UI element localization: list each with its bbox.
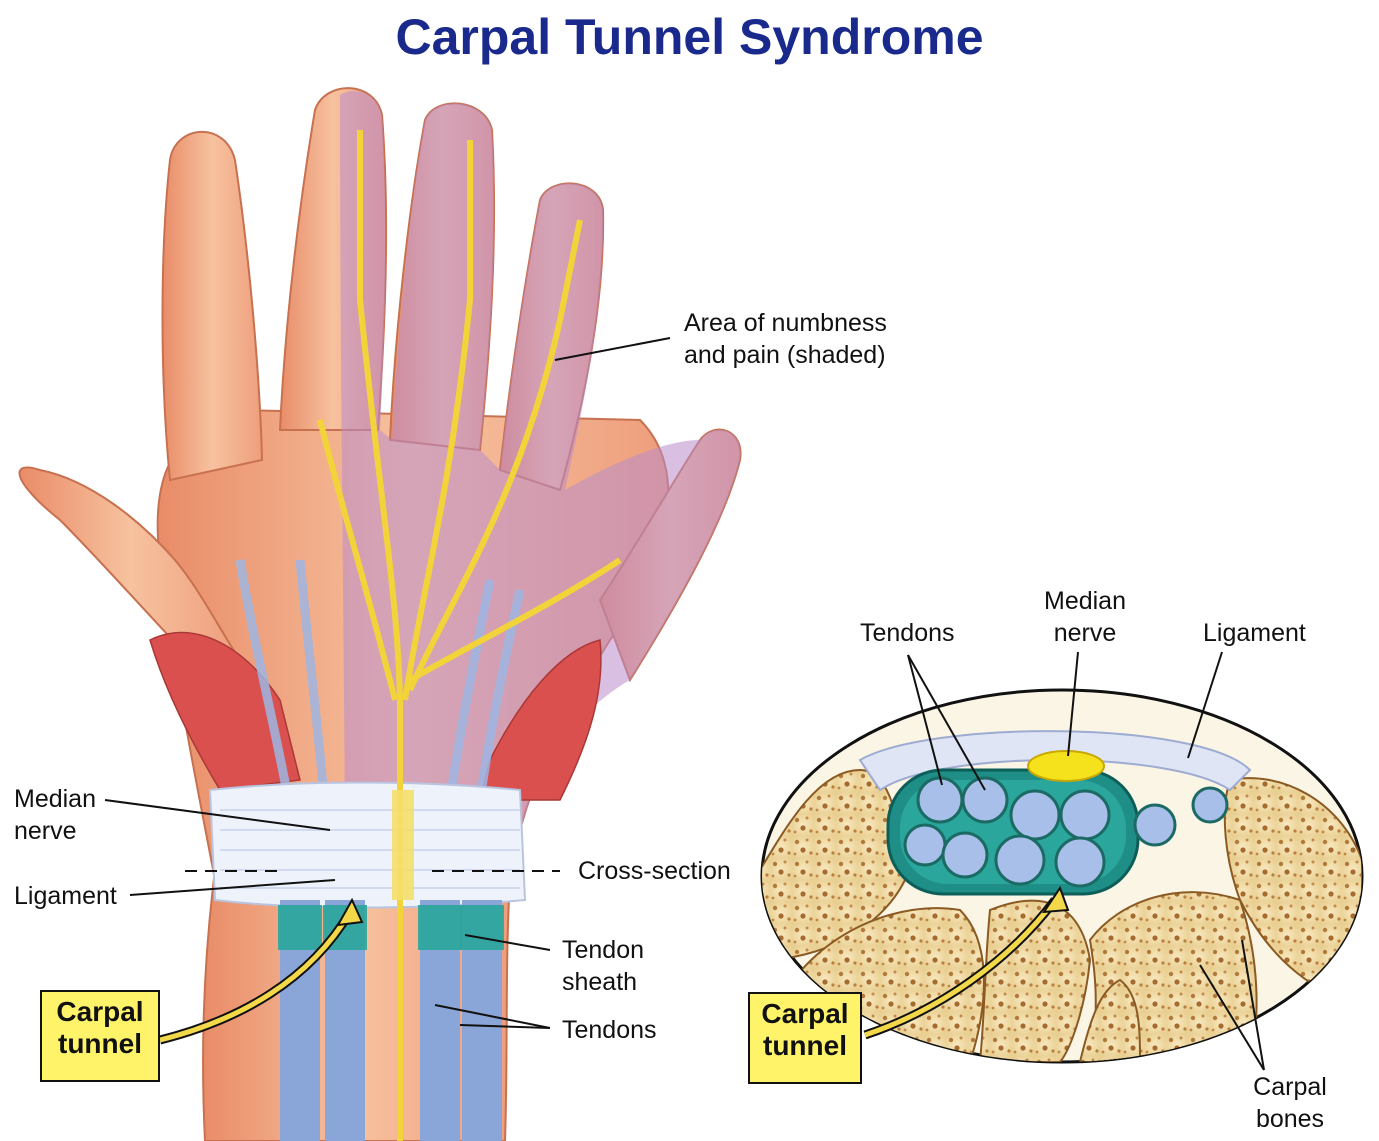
label-cross-section: Cross-section xyxy=(578,857,731,885)
hand-drawing xyxy=(18,87,742,1141)
section-median-nerve xyxy=(1027,750,1105,782)
page-title: Carpal Tunnel Syndrome xyxy=(395,9,984,65)
index-finger xyxy=(161,130,264,482)
label-median-nerve-line2: nerve xyxy=(14,817,77,845)
label-numbness-line1: Area of numbness xyxy=(684,309,887,337)
median-nerve xyxy=(317,130,622,1141)
hand-leader-lines xyxy=(104,337,671,1029)
label-numbness-line2: and pain (shaded) xyxy=(684,341,886,369)
label-section-median-line2: nerve xyxy=(1053,619,1117,647)
section-tendons xyxy=(903,776,1229,888)
label-section-tendons: Tendons xyxy=(860,619,955,647)
label-section-ligament: Ligament xyxy=(1203,619,1306,647)
callout-line1: Carpal xyxy=(761,998,849,1029)
callout-line2: tunnel xyxy=(763,1030,847,1061)
thenar-muscle xyxy=(149,631,301,791)
label-carpal-bones-line1: Carpal xyxy=(1253,1073,1327,1101)
label-section-median-line1: Median xyxy=(1044,587,1126,615)
nerve-under-ligament xyxy=(392,790,414,900)
section-leader-lines xyxy=(907,651,1265,1071)
label-median-nerve-line1: Median xyxy=(14,785,96,813)
callout-line1: Carpal xyxy=(56,996,144,1027)
label-tendons: Tendons xyxy=(562,1016,657,1044)
label-tendon-sheath-line2: sheath xyxy=(562,968,638,996)
label-carpal-bones-line2: bones xyxy=(1255,1105,1325,1133)
callout-line2: tunnel xyxy=(58,1028,142,1059)
numbness-area xyxy=(340,91,741,881)
callout-carpal-tunnel-section: Carpal tunnel xyxy=(748,992,862,1084)
label-tendon-sheath-line1: Tendon xyxy=(562,936,645,964)
callout-carpal-tunnel-hand: Carpal tunnel xyxy=(40,990,160,1082)
section-ligament xyxy=(858,730,1252,792)
label-ligament: Ligament xyxy=(14,882,117,910)
